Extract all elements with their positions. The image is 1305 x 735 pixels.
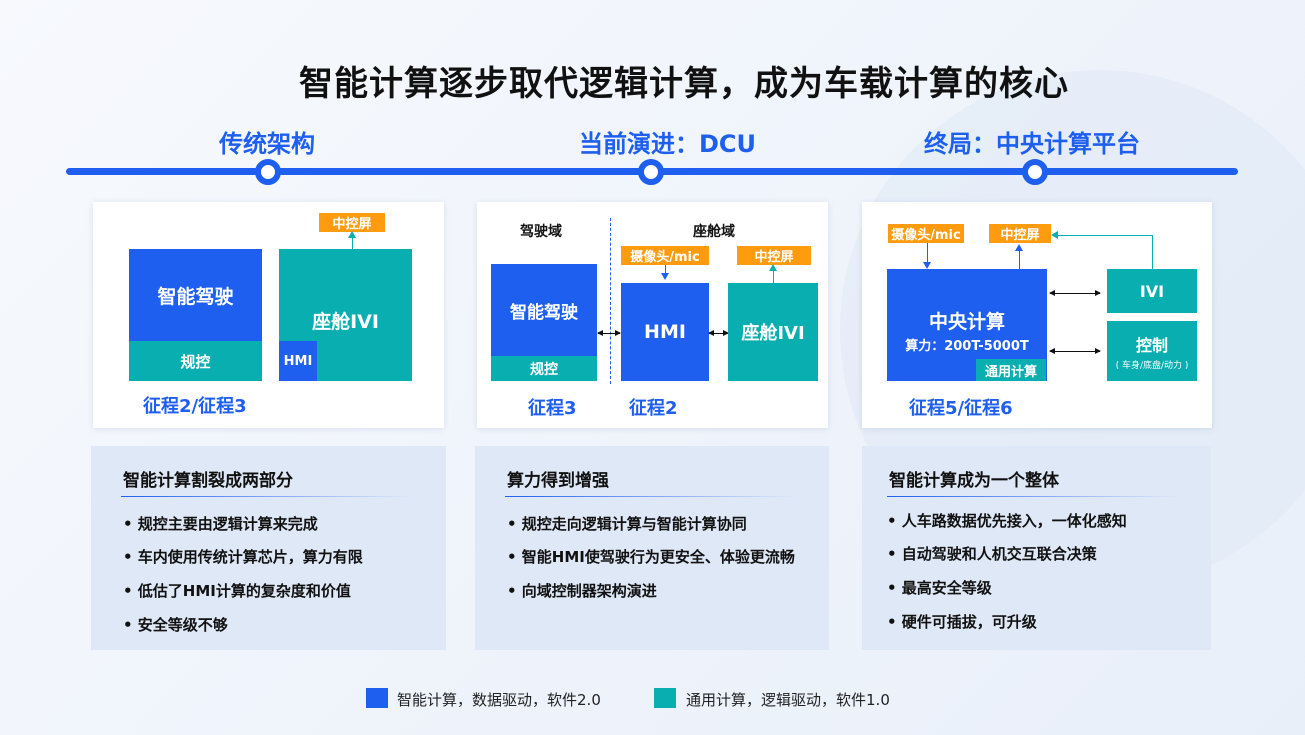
- general-compute-block: 通用计算: [976, 359, 1046, 381]
- screen-tag: 中控屏: [319, 213, 385, 232]
- camera-arrow-icon: [923, 262, 931, 269]
- summary-bullet: • 最高安全等级: [887, 579, 992, 597]
- drive-domain-label: 驾驶域: [520, 224, 562, 240]
- screen-connector: [1019, 250, 1020, 269]
- panel-central: 摄像头/mic 中控屏 中央计算 算力：200T-5000T 通用计算 IVI …: [862, 202, 1212, 428]
- screen-tag: 中控屏: [737, 246, 811, 265]
- stage-label-1: 传统架构: [219, 130, 315, 158]
- ivi-block: IVI: [1107, 269, 1197, 313]
- hmi-label: HMI: [283, 353, 313, 369]
- ivi-screen-line-v: [1152, 235, 1153, 269]
- summary-bullet: • 硬件可插拔，可升级: [887, 613, 1037, 631]
- summary-divider: [505, 496, 795, 497]
- timeline-node-3: [1022, 159, 1048, 185]
- phase-label-left: 征程3: [528, 398, 577, 419]
- screen-connector: [352, 236, 353, 250]
- summary-bullet: • 智能HMI使驾驶行为更安全、体验更流畅: [507, 548, 795, 566]
- panel-traditional: 智能驾驶 规控 中控屏 座舱IVI HMI 征程2/征程3: [93, 202, 444, 428]
- cockpit-label: 座舱IVI: [741, 323, 805, 344]
- summary-bullet: • 自动驾驶和人机交互联合决策: [887, 545, 1097, 563]
- phase-label: 征程5/征程6: [909, 398, 1013, 419]
- timeline-node-1: [255, 159, 281, 185]
- central-compute-block: 中央计算 算力：200T-5000T: [887, 269, 1047, 381]
- control-block: 规控: [491, 356, 597, 381]
- control-block: 控制 ( 车身/底盘/动力 ): [1107, 321, 1197, 381]
- summary-bullet: • 安全等级不够: [123, 616, 228, 634]
- hmi-block: HMI: [621, 283, 709, 381]
- control-sub-label: ( 车身/底盘/动力 ): [1115, 360, 1189, 371]
- summary-heading: 算力得到增强: [507, 471, 609, 491]
- screen-arrow-icon: [348, 231, 356, 238]
- legend-swatch-general: [654, 688, 676, 708]
- camera-tag-label: 摄像头/mic: [891, 228, 961, 243]
- smart-drive-block: 智能驾驶: [129, 249, 262, 341]
- stage-label-2: 当前演进：DCU: [579, 130, 757, 158]
- drive-hmi-arrow: [597, 330, 621, 336]
- legend-swatch-smart: [366, 688, 388, 708]
- summary-bullet: • 人车路数据优先接入，一体化感知: [887, 512, 1127, 530]
- camera-tag: 摄像头/mic: [621, 246, 709, 265]
- domain-divider: [610, 218, 611, 384]
- smart-drive-label: 智能驾驶: [157, 285, 234, 308]
- summary-bullet: • 规控主要由逻辑计算来完成: [123, 515, 318, 533]
- general-compute-label: 通用计算: [984, 364, 1037, 380]
- legend-label-general: 通用计算，逻辑驱动，软件1.0: [686, 691, 890, 709]
- smart-drive-label: 智能驾驶: [510, 302, 578, 323]
- summary-bullet: • 向域控制器架构演进: [507, 582, 657, 600]
- screen-tag-label: 中控屏: [332, 217, 372, 232]
- central-ivi-arrow: [1049, 290, 1101, 296]
- camera-tag-label: 摄像头/mic: [630, 250, 700, 265]
- summary-divider: [887, 496, 1177, 497]
- camera-connector: [665, 265, 666, 273]
- smart-drive-block: 智能驾驶: [491, 264, 597, 356]
- camera-connector: [927, 243, 928, 263]
- hmi-block: HMI: [279, 341, 317, 381]
- phase-label: 征程2/征程3: [143, 396, 247, 417]
- central-control-arrow: [1049, 348, 1101, 354]
- camera-arrow-icon: [661, 273, 669, 280]
- camera-tag: 摄像头/mic: [888, 224, 964, 243]
- phase-label-right: 征程2: [629, 398, 678, 419]
- cockpit-label: 座舱IVI: [312, 311, 379, 333]
- control-label: 规控: [530, 361, 558, 378]
- summary-central: 智能计算成为一个整体 • 人车路数据优先接入，一体化感知 • 自动驾驶和人机交互…: [862, 446, 1211, 650]
- summary-traditional: 智能计算割裂成两部分 • 规控主要由逻辑计算来完成 • 车内使用传统计算芯片，算…: [91, 446, 446, 650]
- control-label: 规控: [180, 352, 211, 371]
- summary-heading: 智能计算成为一个整体: [889, 471, 1059, 491]
- summary-divider: [121, 496, 411, 497]
- summary-bullet: • 低估了HMI计算的复杂度和价值: [123, 582, 351, 600]
- screen-tag: 中控屏: [989, 224, 1051, 243]
- legend-label-smart: 智能计算，数据驱动，软件2.0: [397, 691, 601, 709]
- cockpit-block: 座舱IVI: [728, 283, 818, 381]
- compute-power-label: 算力：200T-5000T: [905, 339, 1029, 354]
- screen-tag-label: 中控屏: [754, 250, 794, 265]
- stage-label-3: 终局：中央计算平台: [924, 130, 1140, 158]
- hmi-cockpit-arrow: [708, 330, 729, 336]
- summary-bullet: • 车内使用传统计算芯片，算力有限: [123, 548, 363, 566]
- page-title: 智能计算逐步取代逻辑计算，成为车载计算的核心: [299, 64, 1069, 104]
- ivi-screen-line-h: [1058, 235, 1153, 236]
- summary-bullet: • 规控走向逻辑计算与智能计算协同: [507, 515, 747, 533]
- ivi-label: IVI: [1139, 281, 1165, 301]
- panel-dcu: 驾驶域 座舱域 智能驾驶 规控 摄像头/mic HMI 中控屏 座舱IVI 征程…: [477, 202, 828, 428]
- central-compute-label: 中央计算: [928, 311, 1005, 333]
- ivi-screen-arrow-icon: [1051, 231, 1058, 239]
- control-label: 控制: [1135, 335, 1168, 355]
- cockpit-domain-label: 座舱域: [693, 224, 735, 240]
- hmi-label: HMI: [644, 321, 686, 343]
- control-block: 规控: [129, 341, 262, 381]
- summary-dcu: 算力得到增强 • 规控走向逻辑计算与智能计算协同 • 智能HMI使驾驶行为更安全…: [475, 446, 829, 650]
- summary-heading: 智能计算割裂成两部分: [123, 471, 293, 491]
- timeline-node-2: [638, 159, 664, 185]
- screen-connector: [773, 269, 774, 284]
- screen-arrow-icon: [769, 264, 777, 271]
- screen-tag-label: 中控屏: [1000, 228, 1040, 243]
- screen-arrow-icon: [1015, 244, 1023, 251]
